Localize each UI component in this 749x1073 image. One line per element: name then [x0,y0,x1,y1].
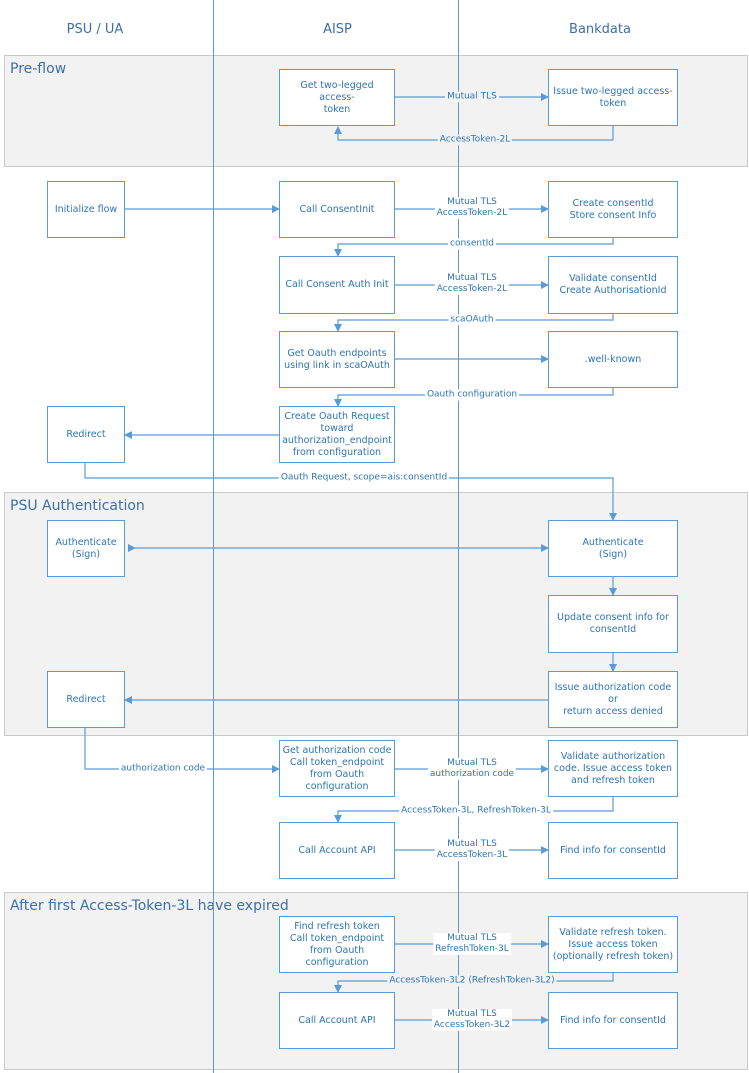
section-title-psu-authentication: PSU Authentication [10,498,145,514]
label-mutual-tls: Mutual TLS [445,91,499,103]
label-tokens-3l: AccessToken-3L, RefreshToken-3L [399,805,553,817]
label-tokens-3l2: AccessToken-3L2 (RefreshToken-3L2) [387,975,557,987]
box-authenticate-bank: Authenticate (Sign) [548,520,678,577]
box-label: Get two-legged access- token [300,79,374,115]
box-create-consent: Create consentId Store consent Info [548,181,678,238]
box-call-consent-auth-init: Call Consent Auth Init [279,256,395,314]
box-validate-refresh-token: Validate refresh token. Issue access tok… [548,916,678,973]
box-label: Validate authorization code. Issue acces… [553,750,673,786]
label-mutual-tls-auth-code: Mutual TLS authorization code [427,758,517,780]
box-get-auth-code: Get authorization code Call token_endpoi… [279,740,395,797]
box-label: Update consent info for consentId [557,612,669,635]
lane-title-aisp: AISP [323,22,352,37]
box-update-consent: Update consent info for consentId [548,595,678,653]
box-call-account-api-2: Call Account API [279,992,395,1049]
box-label: Find info for consentId [560,844,666,856]
box-label: Redirect [66,693,106,705]
lane-title-psu: PSU / UA [66,22,124,37]
label-mutual-tls-token-2l-b: Mutual TLS AccessToken-2L [434,273,510,295]
box-label: Initialize flow [54,203,118,215]
box-label: Authenticate (Sign) [582,536,644,560]
box-call-consent-init: Call ConsentInit [279,181,395,238]
box-redirect-1: Redirect [47,406,125,463]
label-mutual-tls-token-3l2: Mutual TLS AccessToken-3L2 [431,1009,513,1031]
box-label: Redirect [66,428,106,440]
box-label: Create consentId Store consent Info [569,197,657,221]
box-label: Call ConsentInit [299,203,375,215]
box-label: Find refresh token Call token_endpoint f… [289,920,385,968]
box-initialize-flow: Initialize flow [47,181,125,238]
label-oauth-request: Oauth Request, scope=ais:consentId [278,472,450,484]
label-consent-id: consentId [448,238,496,250]
box-label: Get authorization code Call token_endpoi… [282,744,392,792]
box-issue-two-legged: Issue two-legged access- token [548,69,678,126]
label-mutual-tls-token-3l: Mutual TLS AccessToken-3L [434,839,510,861]
box-well-known: .well-known [548,331,678,388]
section-title-preflow: Pre-flow [10,61,67,77]
label-authorization-code: authorization code [118,763,208,775]
box-redirect-2: Redirect [47,671,125,728]
box-create-oauth-request: Create Oauth Request toward authorizatio… [279,406,395,463]
box-label: Validate consentId Create AuthorisationI… [559,273,667,296]
arrow-authorization-code [84,728,280,773]
box-label: Get Oauth endpoints using link in scaOAu… [284,347,390,371]
box-label: .well-known [584,353,642,365]
box-label: Call Consent Auth Init [285,279,389,290]
box-validate-consent: Validate consentId Create AuthorisationI… [548,256,678,314]
box-label: Issue two-legged access- token [553,85,673,109]
label-mutual-tls-token-2l-a: Mutual TLS AccessToken-2L [434,197,510,219]
label-sca-oauth: scaOAuth [448,314,496,326]
box-label: Validate refresh token. Issue access tok… [552,926,674,962]
label-mutual-tls-refresh-3l: Mutual TLS RefreshToken-3L [433,933,511,955]
lifeline-aisp-bank-divider [458,0,459,1073]
box-call-account-api-1: Call Account API [279,822,395,879]
box-label: Call Account API [298,1014,376,1026]
box-find-info-1: Find info for consentId [548,822,678,879]
section-title-after-expiry: After first Access-Token-3L have expired [10,898,289,914]
lifeline-psu-aisp-divider [213,0,214,1073]
box-label: Call Account API [298,844,376,856]
box-validate-auth-code: Validate authorization code. Issue acces… [548,740,678,797]
box-label: Issue authorization code or return acces… [554,681,672,717]
box-issue-auth-code: Issue authorization code or return acces… [548,671,678,728]
box-get-two-legged: Get two-legged access- token [279,69,395,126]
label-access-token-2l: AccessToken-2L [437,134,513,146]
label-oauth-configuration: Oauth configuration [424,389,520,401]
box-authenticate-psu: Authenticate (Sign) [47,520,125,577]
box-label: Create Oauth Request toward authorizatio… [282,410,392,458]
box-find-refresh-token: Find refresh token Call token_endpoint f… [279,916,395,973]
lane-title-bankdata: Bankdata [569,22,631,37]
box-label: Find info for consentId [560,1014,666,1026]
box-find-info-2: Find info for consentId [548,992,678,1049]
box-label: Authenticate (Sign) [55,536,117,560]
box-get-oauth-endpoints: Get Oauth endpoints using link in scaOAu… [279,331,395,388]
